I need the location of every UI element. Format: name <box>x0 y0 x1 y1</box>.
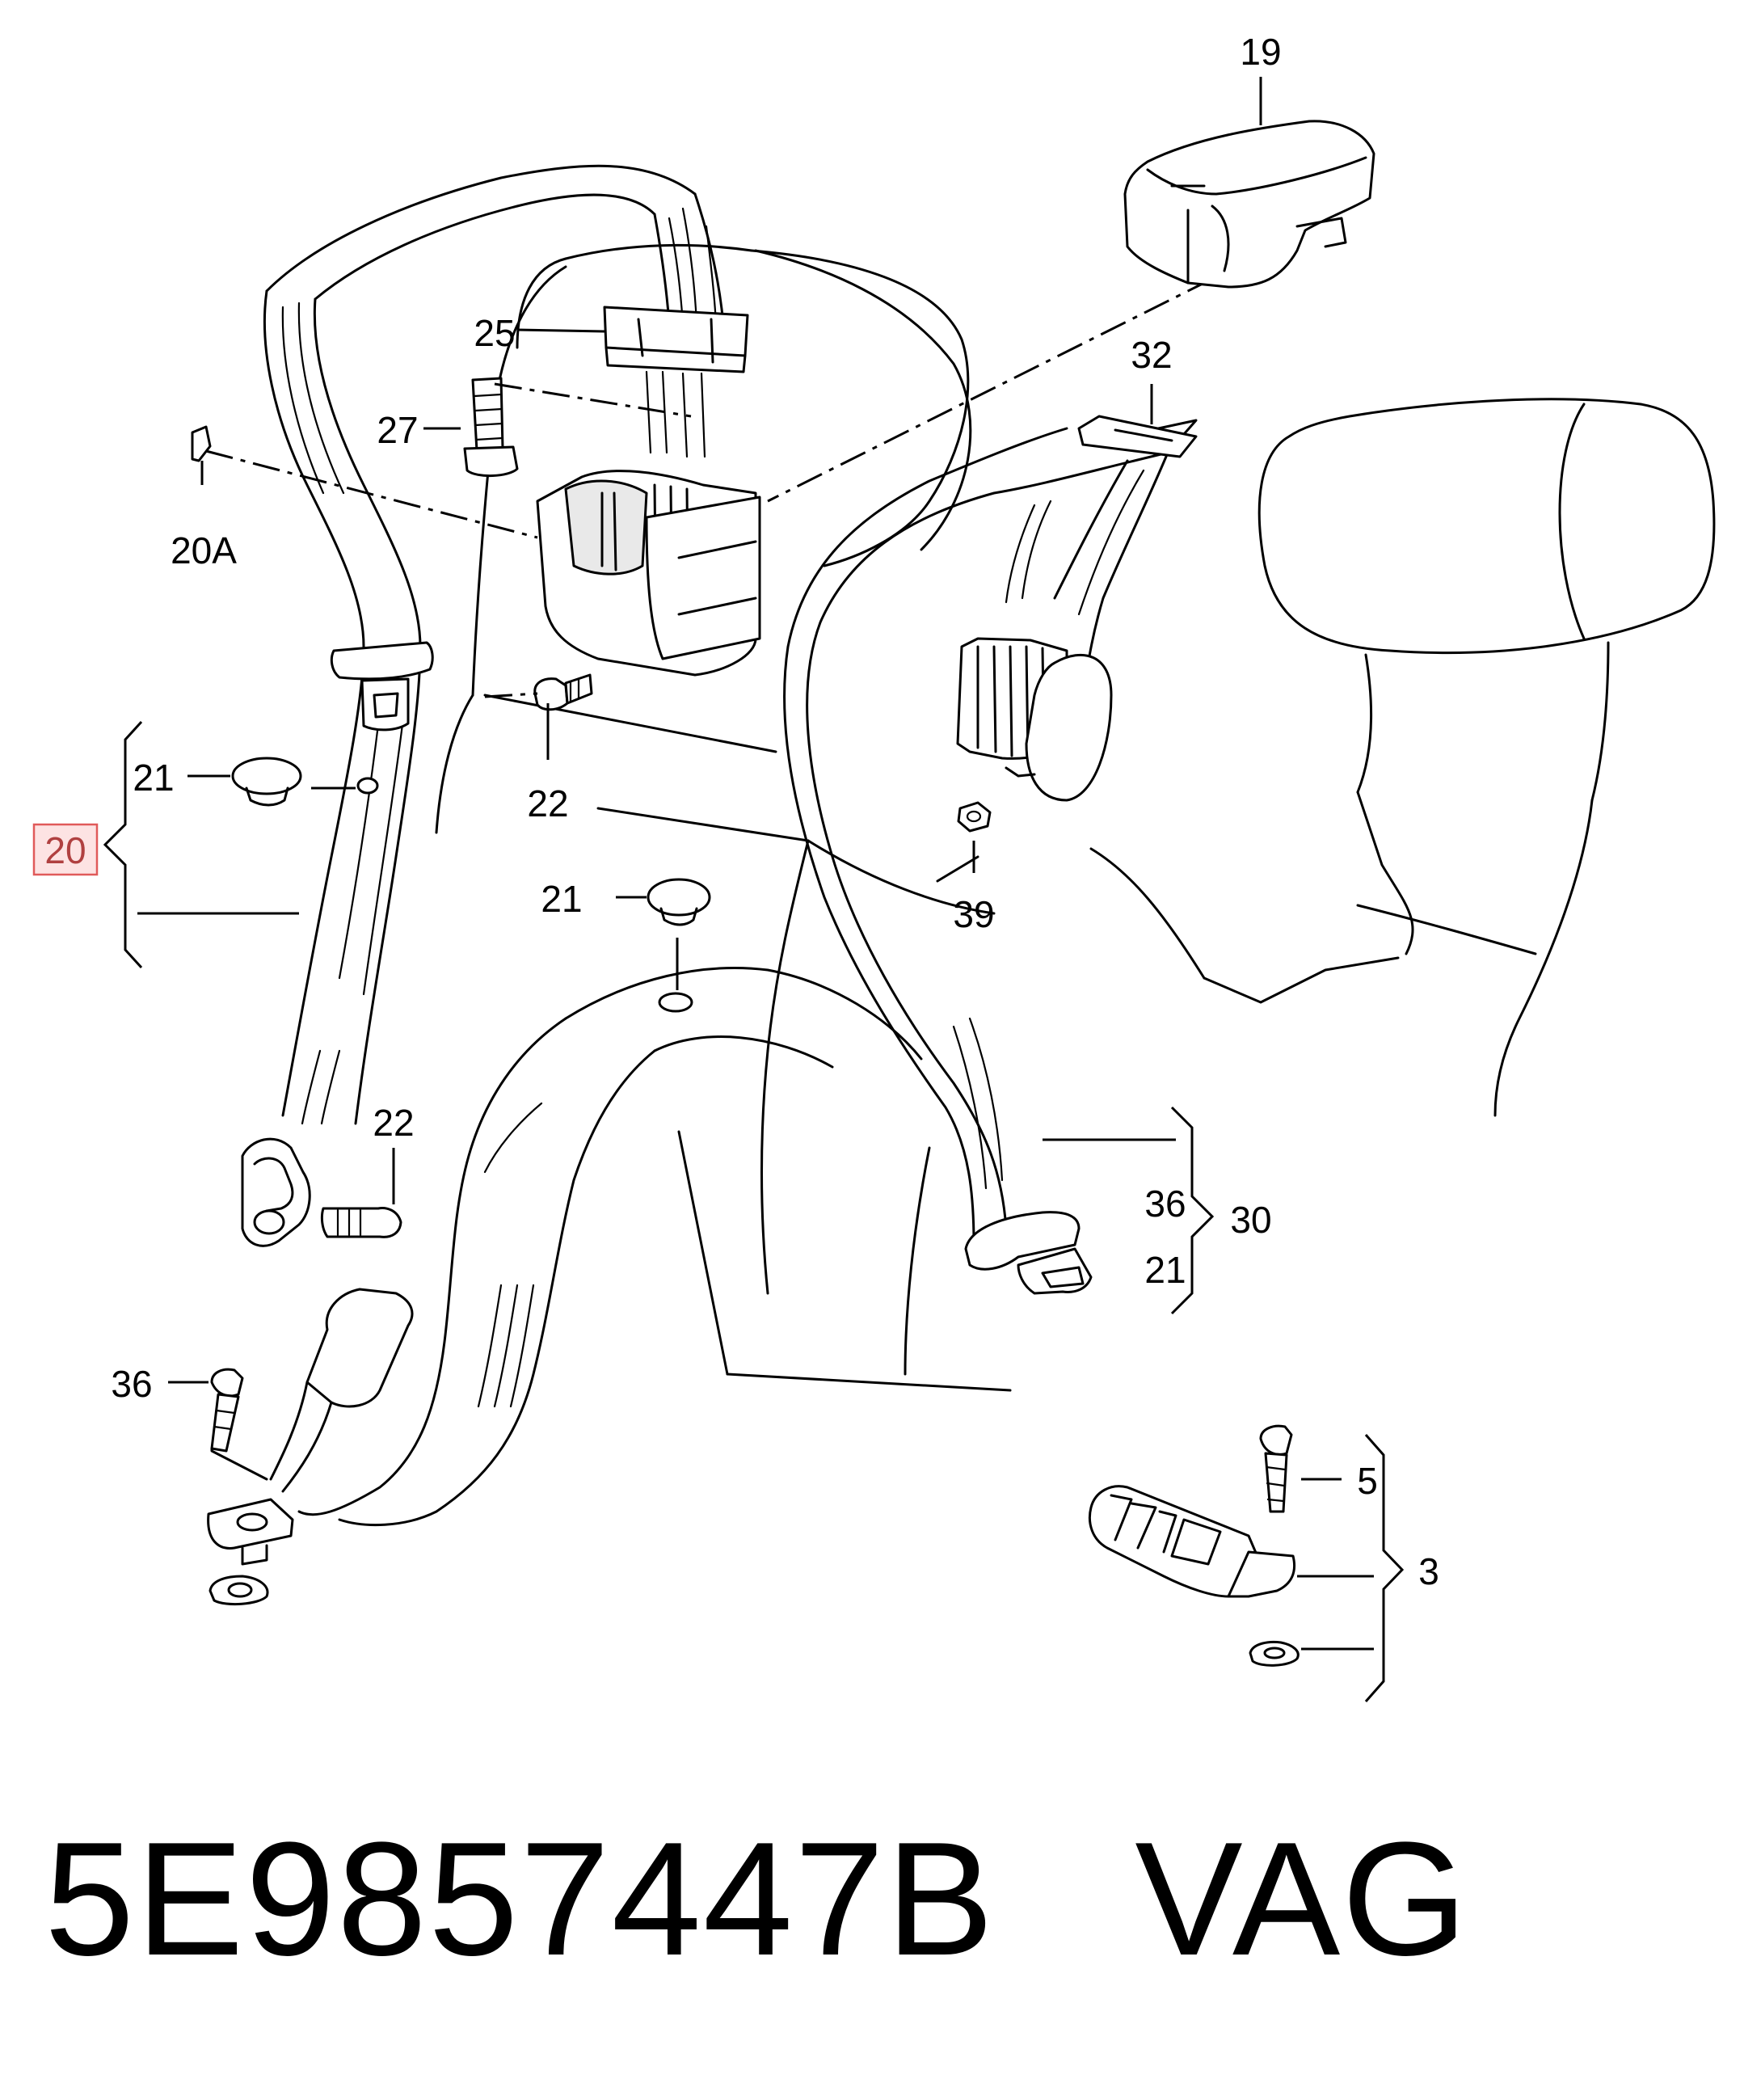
callout-21-lower[interactable]: 21 <box>541 878 582 920</box>
callout-25[interactable]: 25 <box>474 312 515 354</box>
buckle-left <box>207 1288 414 1605</box>
callout-36-left[interactable]: 36 <box>111 1363 152 1405</box>
belt-right-strap <box>783 419 1198 1246</box>
bolt-27 <box>463 377 519 478</box>
callout-leaders <box>137 77 1374 1651</box>
pin-20a <box>191 425 212 462</box>
trim-cover-19 <box>1123 120 1375 289</box>
callout-20-highlight[interactable]: 20 <box>32 823 99 876</box>
callout-30[interactable]: 30 <box>1230 1199 1271 1241</box>
lower-anchor-left <box>241 1137 402 1247</box>
part-number: 5E9857447B <box>44 1809 996 1989</box>
bracket-20 <box>103 720 143 969</box>
seat-outline <box>435 243 1012 1392</box>
callout-3[interactable]: 3 <box>1418 1550 1439 1592</box>
callout-19[interactable]: 19 <box>1240 31 1281 73</box>
belt-lap <box>297 967 923 1527</box>
callout-27[interactable]: 27 <box>377 409 418 451</box>
bolt-22-upper <box>533 673 593 711</box>
brand-name: VAG <box>1135 1809 1469 1989</box>
callout-21-upper[interactable]: 21 <box>133 757 174 799</box>
bracket-30 <box>1170 1106 1215 1315</box>
belt-upper-loop <box>265 164 725 325</box>
callout-39[interactable]: 39 <box>953 893 994 935</box>
callout-21-right[interactable]: 21 <box>1144 1249 1186 1291</box>
belt-stop-button-lower <box>647 878 711 1013</box>
nut-39 <box>957 801 992 833</box>
callout-32[interactable]: 32 <box>1131 334 1172 376</box>
belt-stop-button-upper <box>231 757 379 807</box>
bolt-5 <box>1259 1424 1293 1513</box>
lower-anchor-right <box>964 1211 1093 1295</box>
retractor-right <box>956 637 1113 802</box>
callout-5[interactable]: 5 <box>1357 1460 1378 1502</box>
callout-20[interactable]: 20 <box>44 829 86 871</box>
callout-22-lower[interactable]: 22 <box>373 1102 414 1144</box>
bolt-36-left <box>210 1368 268 1481</box>
retractor-main <box>536 306 761 677</box>
belt-left-strap <box>263 289 422 1125</box>
headrest-left <box>516 249 972 551</box>
guide-32 <box>1077 415 1198 458</box>
buckle-center <box>1088 1485 1300 1667</box>
callout-36-right[interactable]: 36 <box>1144 1183 1186 1225</box>
headrest-right <box>1089 398 1716 1117</box>
footer-spacer <box>996 1809 1135 1989</box>
belt-slide <box>330 641 434 732</box>
part-number-footer: 5E9857447B VAG <box>44 1819 1701 1980</box>
bracket-3 <box>1364 1434 1405 1702</box>
dash-leaders <box>205 277 1213 698</box>
callout-22-upper[interactable]: 22 <box>527 782 568 824</box>
callout-20a[interactable]: 20A <box>171 529 237 571</box>
